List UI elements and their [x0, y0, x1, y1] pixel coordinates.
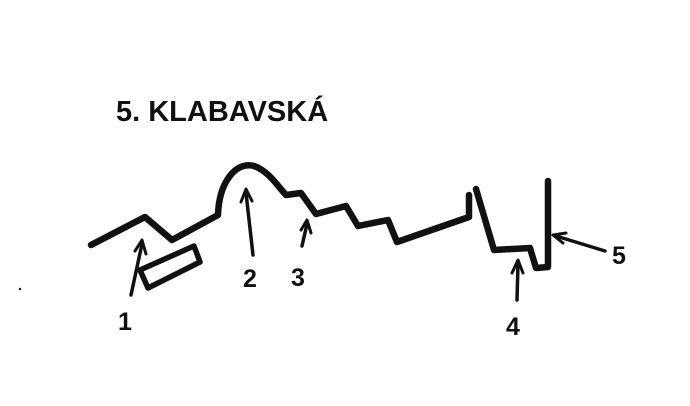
arrow-4 — [510, 258, 525, 302]
label-5: 5 — [612, 242, 626, 270]
stray-dot — [18, 287, 22, 291]
arrow-1 — [129, 238, 148, 297]
diagram-title: 5. KLABAVSKÁ — [116, 94, 328, 128]
arrow-3 — [299, 218, 313, 248]
right-block-profile — [472, 177, 552, 272]
small-block — [137, 243, 203, 291]
arrow-5 — [551, 231, 607, 253]
profile-outline — [87, 162, 473, 249]
label-3: 3 — [291, 264, 305, 292]
label-2: 2 — [243, 265, 257, 293]
label-4: 4 — [506, 313, 520, 341]
arrow-2 — [239, 187, 255, 257]
label-1: 1 — [118, 308, 132, 336]
